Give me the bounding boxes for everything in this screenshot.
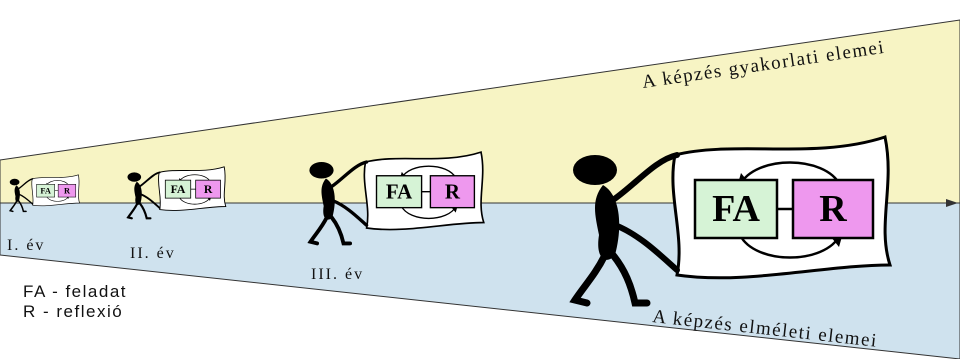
figure-arm-down — [612, 222, 680, 273]
figure-leg-right — [609, 251, 651, 307]
figure-arm-up — [610, 152, 680, 203]
r-label: R — [204, 183, 213, 196]
r-label: R — [445, 179, 461, 203]
cycle-arrow-bottom — [738, 234, 842, 259]
cycle-arrow-bottom — [400, 205, 457, 219]
stage-group-4: FA R — [569, 135, 893, 307]
figure-leg-right — [17, 200, 27, 213]
stage-group-2: FA R — [126, 166, 227, 220]
figure-leg-right — [329, 215, 353, 246]
figure-arm-down — [139, 193, 161, 209]
figure-body — [14, 185, 20, 202]
stage-label-3: III. év — [311, 266, 364, 283]
figure-leg-left — [307, 215, 329, 246]
figure-body — [134, 181, 142, 205]
r-box — [791, 178, 875, 240]
cycle-arrow-bottom — [46, 196, 69, 202]
fa-label: FA — [171, 183, 186, 196]
stage-label-1: I. év — [7, 237, 45, 254]
figure-arm-up — [138, 171, 161, 188]
figure-leg-left — [126, 202, 139, 220]
figure-arm-up — [329, 160, 369, 189]
fa-box — [375, 175, 423, 209]
cycle-arrow-bottom — [178, 196, 211, 205]
r-label: R — [819, 188, 847, 230]
figure-leg-left — [569, 251, 609, 307]
legend: FA - feladat R - reflexió — [23, 282, 127, 322]
figure-head — [127, 172, 142, 182]
figure-head — [309, 162, 334, 179]
r-box — [57, 184, 77, 198]
cycle-arrow-top — [738, 161, 842, 186]
figure-arm-down — [18, 193, 34, 205]
fa-box — [693, 178, 779, 240]
fa-label: FA — [386, 179, 412, 203]
figure-arm-down — [330, 198, 369, 227]
cycle-arrow-top — [46, 180, 69, 186]
fa-label: FA — [712, 188, 760, 230]
figure-body — [321, 178, 335, 220]
stage-group-3: FA R — [307, 151, 485, 246]
axis-arrowhead — [946, 199, 958, 207]
legend-item-r: R - reflexió — [23, 302, 124, 321]
figure-body — [595, 185, 620, 260]
r-box — [429, 175, 476, 209]
figure-head — [573, 155, 617, 185]
cycle-arrow-top — [178, 174, 211, 182]
r-box — [195, 179, 221, 199]
figure-arm-up — [17, 178, 34, 190]
stage-label-2: II. év — [130, 245, 176, 262]
legend-item-fa: FA - feladat — [23, 282, 127, 301]
r-label: R — [64, 186, 71, 195]
stage-group-1: FA R — [8, 174, 80, 213]
fa-label: FA — [40, 186, 51, 195]
figure-leg-left — [8, 200, 18, 213]
figure-leg-right — [138, 202, 152, 220]
figure-head — [9, 178, 20, 186]
cycle-arrow-top — [400, 165, 457, 179]
